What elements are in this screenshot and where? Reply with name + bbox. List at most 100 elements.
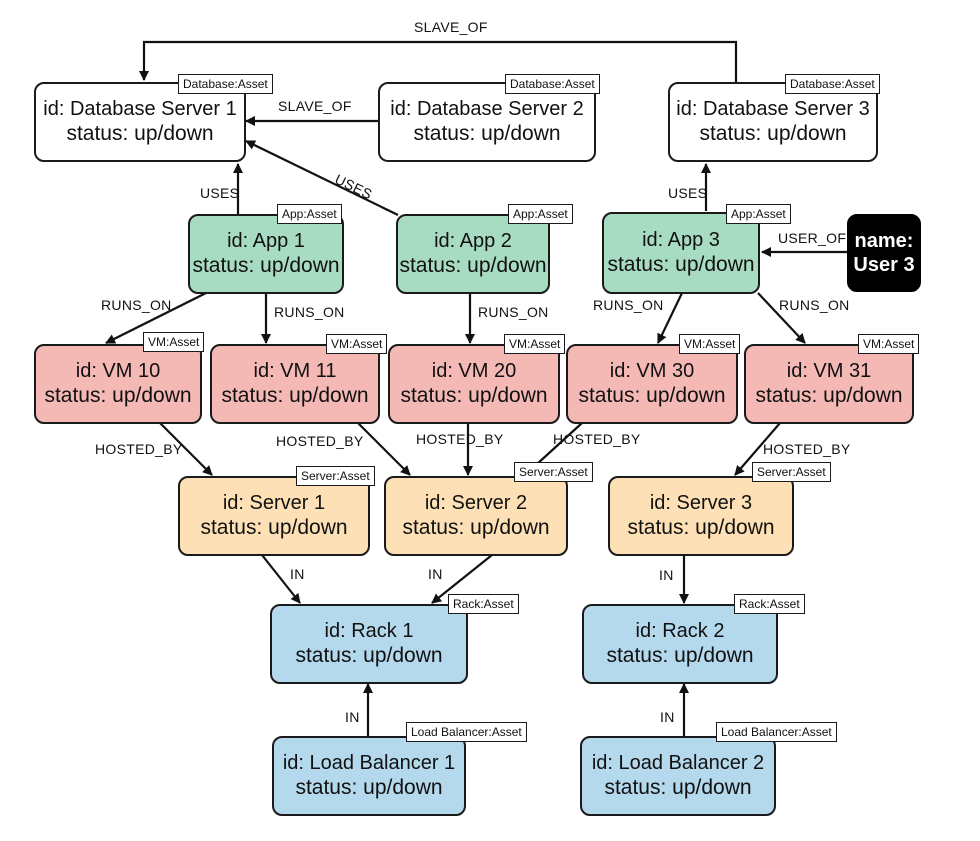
- node-id: id: VM 20: [431, 360, 517, 382]
- node-type-tag: App:Asset: [277, 204, 342, 224]
- node-status: status: up/down: [295, 644, 443, 668]
- node-status: status: up/down: [413, 122, 561, 146]
- node-status: status: up/down: [400, 384, 548, 408]
- node-database-server-1[interactable]: id: Database Server 1 status: up/down: [34, 82, 246, 162]
- edge-vm11-hosted-by-server2: [357, 422, 411, 476]
- edge-label-runs-on: RUNS_ON: [274, 304, 345, 320]
- node-type-tag: Database:Asset: [178, 74, 273, 94]
- node-id: id: VM 10: [75, 360, 161, 382]
- node-id: id: App 2: [434, 230, 512, 252]
- edge-db3-slave-of-db1: [139, 40, 738, 82]
- node-type-tag: Server:Asset: [752, 462, 831, 482]
- node-load-balancer-2[interactable]: id: Load Balancer 2 status: up/down: [580, 736, 776, 816]
- node-type-tag: VM:Asset: [858, 334, 920, 354]
- edge-app1-runs-on-vm10: [105, 292, 207, 344]
- node-id: id: VM 31: [786, 360, 872, 382]
- node-status: status: up/down: [755, 384, 903, 408]
- node-status: status: up/down: [606, 644, 754, 668]
- user-name-label: name:: [854, 229, 914, 252]
- node-vm-11[interactable]: id: VM 11 status: up/down: [210, 344, 380, 424]
- edge-server2-in-rack1: [431, 554, 493, 604]
- node-id: id: Rack 1: [324, 620, 414, 642]
- node-vm-31[interactable]: id: VM 31 status: up/down: [744, 344, 914, 424]
- node-server-3[interactable]: id: Server 3 status: up/down: [608, 476, 794, 556]
- edge-label-runs-on: RUNS_ON: [478, 304, 549, 320]
- node-id: id: Rack 2: [635, 620, 725, 642]
- node-id: id: Load Balancer 2: [591, 752, 765, 774]
- node-type-tag: Database:Asset: [505, 74, 600, 94]
- node-rack-1[interactable]: id: Rack 1 status: up/down: [270, 604, 468, 684]
- node-status: status: up/down: [578, 384, 726, 408]
- node-type-tag: Rack:Asset: [734, 594, 805, 614]
- node-type-tag: VM:Asset: [326, 334, 388, 354]
- edge-app2-uses-db1: [245, 140, 399, 216]
- edge-label-in: IN: [660, 709, 675, 725]
- edge-label-slave-of: SLAVE_OF: [278, 98, 352, 114]
- node-id: id: Server 1: [222, 492, 326, 514]
- node-type-tag: Rack:Asset: [448, 594, 519, 614]
- node-status: status: up/down: [627, 516, 775, 540]
- edge-label-in: IN: [345, 709, 360, 725]
- node-status: status: up/down: [192, 254, 340, 278]
- node-type-tag: Database:Asset: [785, 74, 880, 94]
- user-name-value: User 3: [853, 254, 915, 276]
- node-status: status: up/down: [604, 776, 752, 800]
- node-app-3[interactable]: id: App 3 status: up/down: [602, 212, 760, 294]
- node-status: status: up/down: [607, 253, 755, 277]
- node-vm-30[interactable]: id: VM 30 status: up/down: [566, 344, 738, 424]
- edge-label-hosted-by: HOSTED_BY: [416, 431, 504, 447]
- node-type-tag: Server:Asset: [296, 466, 375, 486]
- edge-label-runs-on: RUNS_ON: [101, 297, 172, 313]
- node-id: id: App 3: [642, 229, 720, 251]
- edge-label-runs-on: RUNS_ON: [593, 297, 664, 313]
- node-id: id: VM 11: [253, 360, 337, 382]
- edge-label-runs-on: RUNS_ON: [779, 297, 850, 313]
- node-id: id: Load Balancer 1: [282, 752, 456, 774]
- edge-vm31-hosted-by-server3: [734, 422, 781, 476]
- node-status: status: up/down: [402, 516, 550, 540]
- node-user-3[interactable]: name: User 3: [847, 214, 921, 292]
- node-status: status: up/down: [200, 516, 348, 540]
- node-type-tag: Server:Asset: [514, 462, 593, 482]
- edge-label-uses: USES: [200, 185, 240, 201]
- node-type-tag: App:Asset: [508, 204, 573, 224]
- edge-label-hosted-by: HOSTED_BY: [276, 433, 364, 449]
- node-id: id: Server 2: [424, 492, 528, 514]
- edge-app3-runs-on-vm30: [657, 292, 683, 344]
- node-type-tag: Load Balancer:Asset: [406, 722, 527, 742]
- node-app-1[interactable]: id: App 1 status: up/down: [188, 214, 344, 294]
- node-id: id: Server 3: [649, 492, 753, 514]
- edge-label-hosted-by: HOSTED_BY: [763, 441, 851, 457]
- edge-vm10-hosted-by-server1: [159, 422, 213, 476]
- node-type-tag: Load Balancer:Asset: [716, 722, 837, 742]
- edge-app3-runs-on-vm31: [757, 292, 806, 344]
- node-status: status: up/down: [295, 776, 443, 800]
- node-vm-10[interactable]: id: VM 10 status: up/down: [34, 344, 202, 424]
- node-database-server-2[interactable]: id: Database Server 2 status: up/down: [378, 82, 596, 162]
- node-type-tag: VM:Asset: [143, 332, 205, 352]
- node-vm-20[interactable]: id: VM 20 status: up/down: [388, 344, 560, 424]
- node-server-2[interactable]: id: Server 2 status: up/down: [384, 476, 568, 556]
- edge-label-in: IN: [659, 567, 674, 583]
- node-app-2[interactable]: id: App 2 status: up/down: [396, 214, 550, 294]
- edge-server1-in-rack1: [261, 554, 301, 604]
- edge-label-in: IN: [290, 566, 305, 582]
- edge-label-user-of: USER_OF: [778, 230, 847, 246]
- node-id: id: Database Server 2: [390, 98, 584, 120]
- node-id: id: VM 30: [609, 360, 695, 382]
- node-type-tag: VM:Asset: [504, 334, 566, 354]
- node-type-tag: VM:Asset: [679, 334, 741, 354]
- node-status: status: up/down: [44, 384, 192, 408]
- node-status: status: up/down: [699, 122, 847, 146]
- edge-label-slave-of: SLAVE_OF: [414, 19, 488, 35]
- node-status: status: up/down: [399, 254, 547, 278]
- node-id: id: App 1: [227, 230, 305, 252]
- node-rack-2[interactable]: id: Rack 2 status: up/down: [582, 604, 778, 684]
- node-load-balancer-1[interactable]: id: Load Balancer 1 status: up/down: [272, 736, 466, 816]
- node-database-server-3[interactable]: id: Database Server 3 status: up/down: [668, 82, 878, 162]
- node-type-tag: App:Asset: [726, 204, 791, 224]
- node-id: id: Database Server 3: [676, 98, 870, 120]
- edge-label-uses: USES: [668, 185, 708, 201]
- node-server-1[interactable]: id: Server 1 status: up/down: [178, 476, 370, 556]
